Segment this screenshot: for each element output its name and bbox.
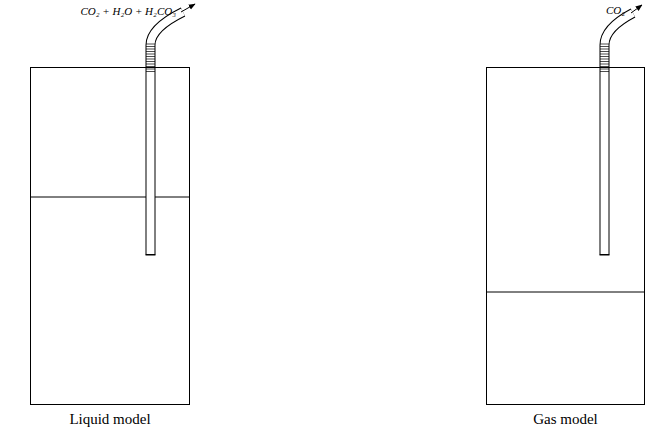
liquid-surface (30, 197, 189, 198)
straw (600, 5, 643, 255)
container-box: Liquid model (30, 67, 190, 405)
model-caption: Gas model (467, 411, 647, 428)
gas-formula: CO₂ (606, 4, 625, 16)
container-box: Gas model (486, 67, 645, 405)
gas-formula: CO₂ + H₂O + H₂CO₃ (80, 5, 176, 17)
liquid-surface (486, 292, 644, 293)
model-caption: Liquid model (11, 411, 209, 428)
straw (146, 4, 196, 255)
